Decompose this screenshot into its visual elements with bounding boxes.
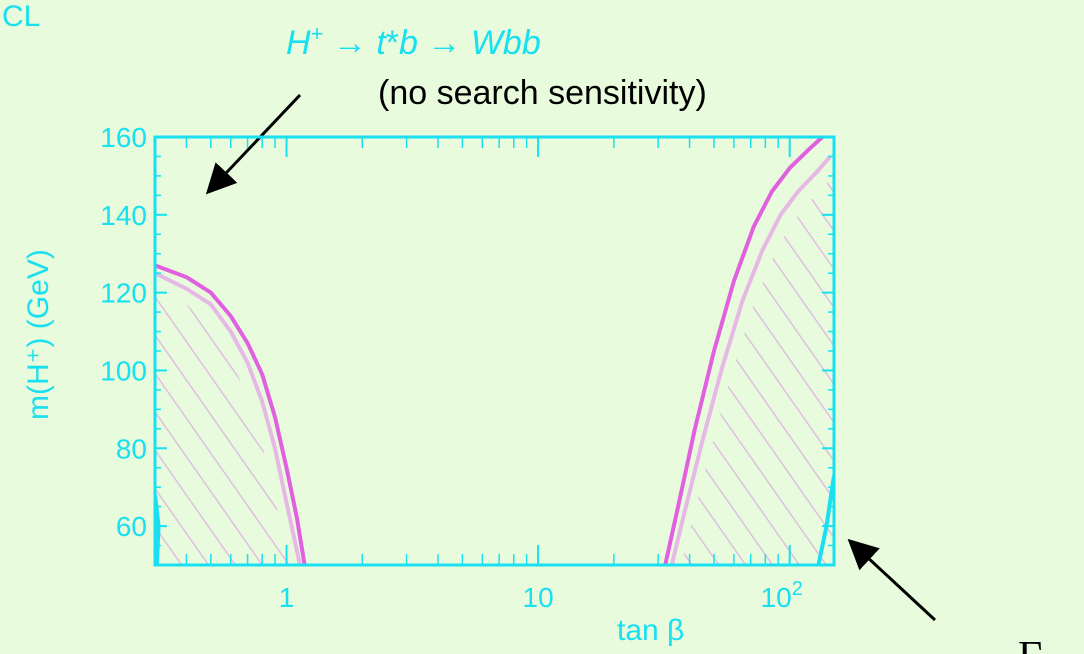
y-tick-label-160: 160 [100,122,147,153]
x-tick-label-100: 102 [761,578,803,613]
y-axis-ticks [155,136,834,547]
annotation-arrow-right [847,538,937,622]
y-tick-label-80: 80 [116,433,147,464]
decay-b: b [399,24,418,62]
y-tick-label-120: 120 [100,278,147,309]
decay-h: H [286,24,311,62]
decay-arrow-2: → [418,24,471,62]
region-right-excluded-outer [663,137,824,565]
decay-star: * [386,24,399,62]
annotation-arrow-left [205,93,302,195]
x-axis-ticks [154,137,791,565]
decay-arrow-1: → [323,24,376,62]
region-left-excluded-inner [155,271,302,565]
y-axis-title: m(H⁺) (GeV) [22,249,55,420]
y-tick-label-140: 140 [100,200,147,231]
x-axis-tick-labels: 1 10 102 [279,578,803,613]
decay-wbb: Wbb [471,24,541,62]
plot-regions [155,137,834,565]
region-right-excluded-inner [669,155,832,565]
y-tick-label-100: 100 [100,355,147,386]
decay-t: t [376,24,387,62]
region-left-excluded-hatch [155,284,292,565]
x-axis-title: tan β [617,614,684,647]
corner-label: CL [2,0,40,33]
decay-annotation: H+ → t*b → Wbb [286,21,541,62]
region-left-excluded-outer [155,263,307,565]
decay-sup: + [311,21,324,46]
y-tick-label-60: 60 [116,511,147,542]
gamma-label: Γ [1018,634,1042,654]
no-sensitivity-note: (no search sensitivity) [378,74,707,112]
x-tick-label-1: 1 [279,582,295,613]
y-axis-tick-labels: 60 80 100 120 140 160 [100,122,147,542]
region-right-excluded-hatch [681,175,834,565]
x-tick-label-10: 10 [523,582,554,613]
